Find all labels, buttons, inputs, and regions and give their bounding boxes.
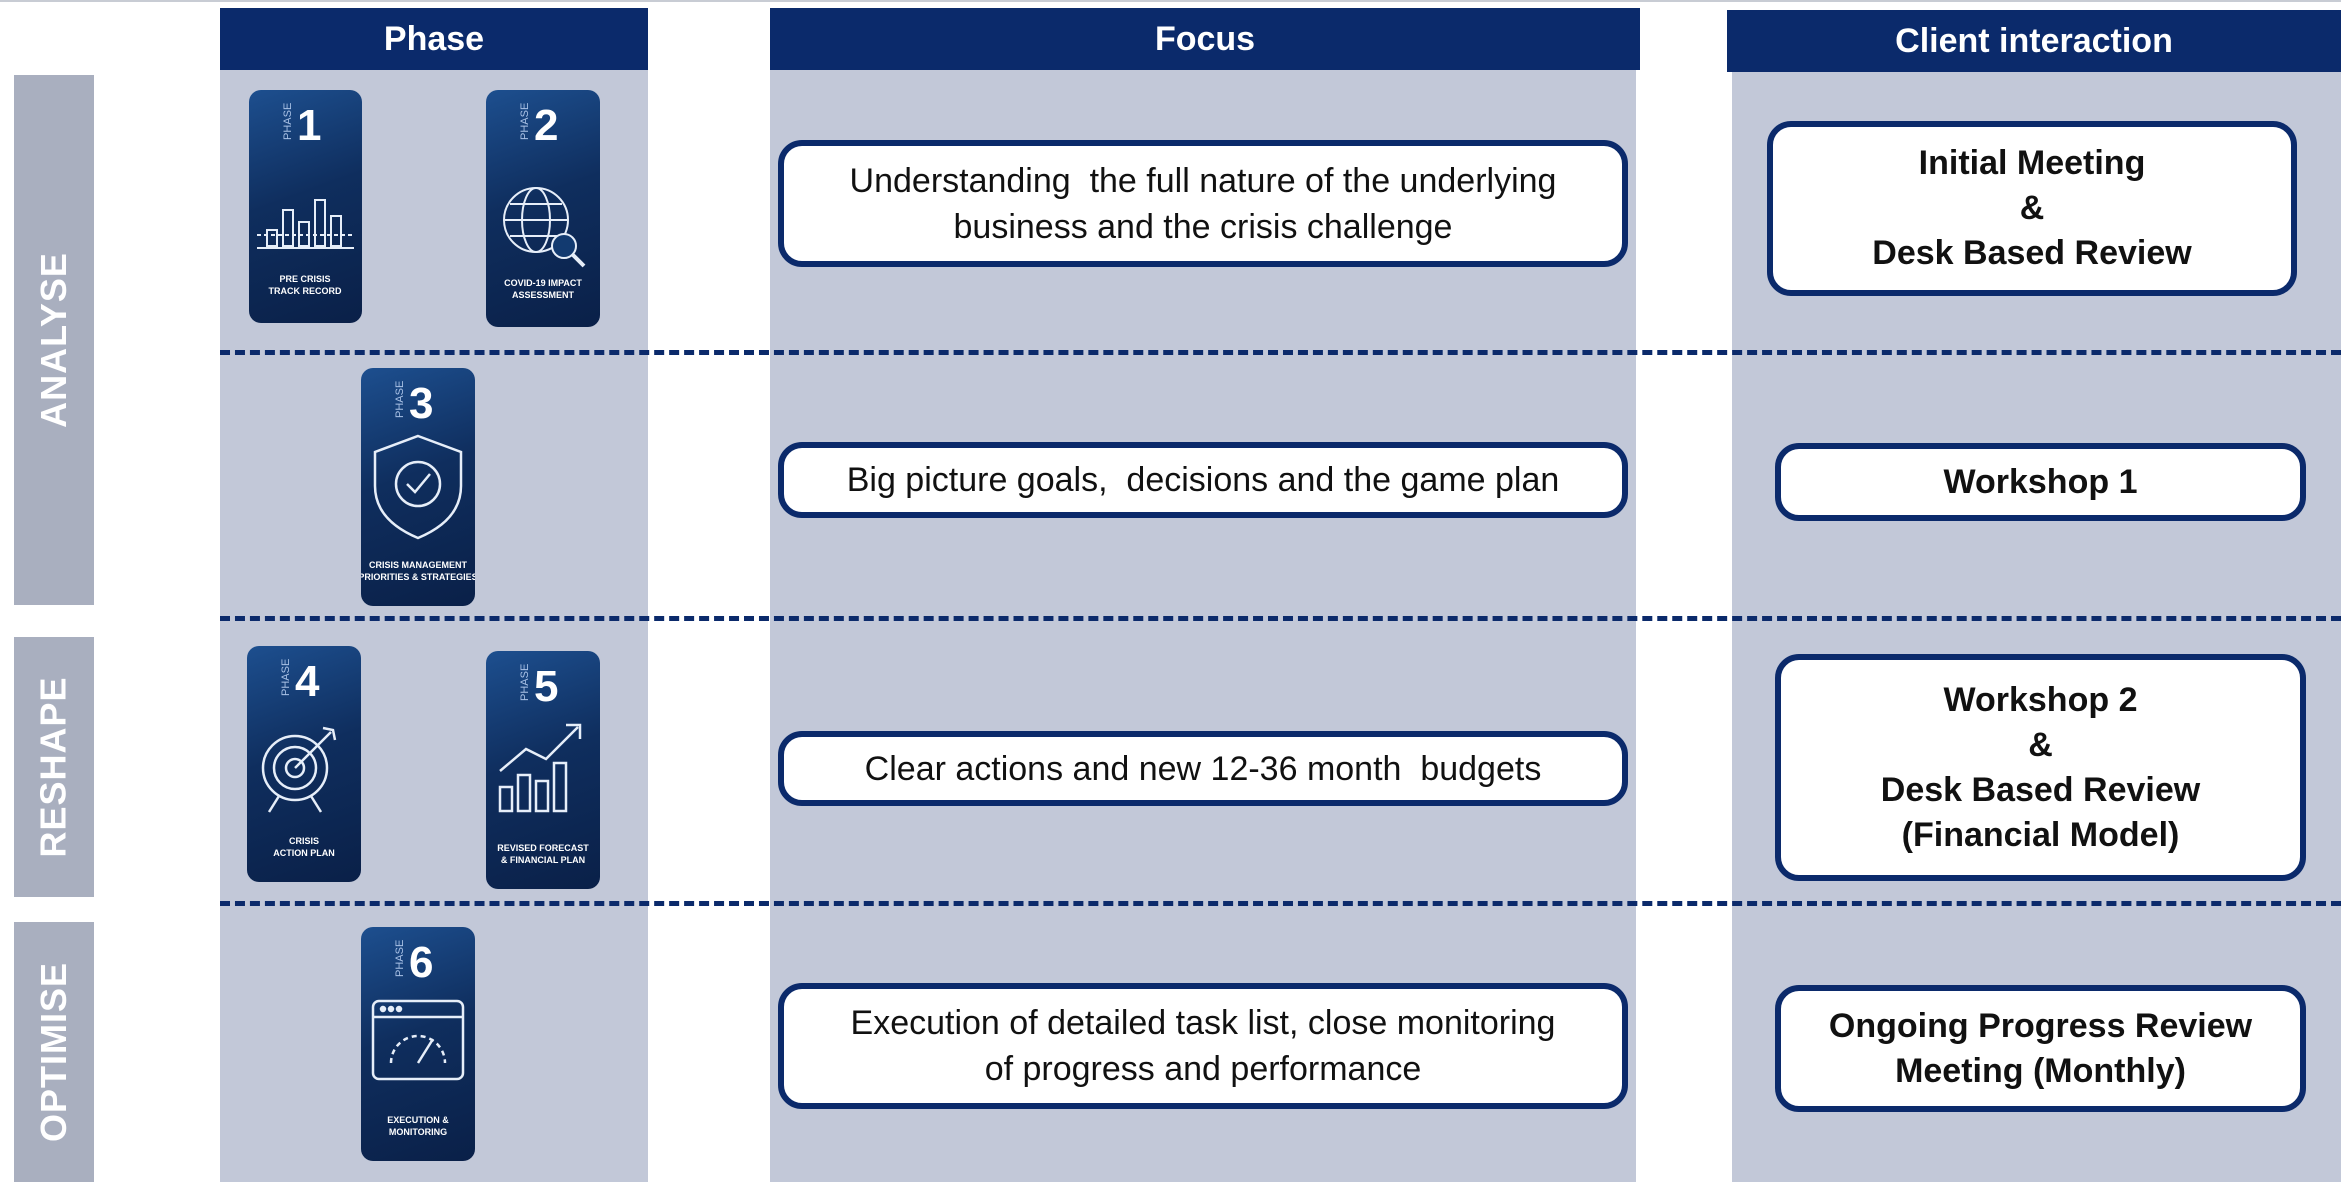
focus-text: Execution of detailed task list, close m… xyxy=(850,1004,1556,1042)
client-interaction-header: Client interaction xyxy=(1727,10,2341,72)
client-text: & xyxy=(2019,189,2045,227)
phase-word: PHASE xyxy=(282,103,294,140)
focus-box-analyse-2: Big picture goals, decisions and the gam… xyxy=(778,442,1628,518)
client-text: Meeting (Monthly) xyxy=(1895,1051,2186,1090)
phase-card-5: PHASE 5 REVISED FORECAST & FINANCIAL PLA… xyxy=(486,651,600,889)
card-caption: COVID-19 IMPACT xyxy=(504,278,582,288)
row-separator xyxy=(220,616,2341,621)
focus-text: Big picture goals, decisions and the gam… xyxy=(846,461,1560,499)
phase-number: 1 xyxy=(297,101,321,150)
row-separator xyxy=(220,901,2341,906)
client-text: Initial Meeting xyxy=(1918,144,2146,182)
client-text: Desk Based Review xyxy=(1872,234,2192,272)
stage-optimise-label: OPTIMISE xyxy=(33,961,74,1143)
phase-card-4: PHASE 4 CRISIS ACTION PLAN xyxy=(247,646,361,882)
phase-number: 3 xyxy=(409,379,433,428)
card-caption: REVISED FORECAST xyxy=(497,843,589,853)
card-caption: ACTION PLAN xyxy=(273,848,335,858)
card-caption: CRISIS xyxy=(289,836,319,846)
shield-check-icon xyxy=(373,434,463,540)
focus-text: Understanding the full nature of the und… xyxy=(849,161,1557,200)
focus-text: Clear actions and new 12-36 month budget… xyxy=(864,749,1542,788)
phase-number: 6 xyxy=(409,938,433,987)
phase-number: 5 xyxy=(534,662,558,711)
phase-header: Phase xyxy=(220,8,648,70)
focus-box-analyse-1: Understanding the full nature of the und… xyxy=(778,140,1628,267)
globe-search-icon xyxy=(503,187,586,268)
dashboard-gauge-icon xyxy=(371,999,465,1081)
focus-box-optimise: Execution of detailed task list, close m… xyxy=(778,983,1628,1109)
card-caption: CRISIS MANAGEMENT xyxy=(369,560,468,570)
client-box-workshop-2: Workshop 2 & Desk Based Review (Financia… xyxy=(1775,654,2306,881)
card-caption: PRE CRISIS xyxy=(279,274,330,284)
focus-text: of progress and performance xyxy=(984,1050,1422,1088)
client-text: Ongoing Progress Review xyxy=(1828,1006,2253,1045)
focus-box-reshape: Clear actions and new 12-36 month budget… xyxy=(778,731,1628,806)
bar-chart-icon xyxy=(257,199,354,249)
phase-number: 4 xyxy=(295,657,320,706)
phase-word: PHASE xyxy=(394,940,406,977)
client-text: Workshop 2 xyxy=(1943,680,2138,719)
card-caption: MONITORING xyxy=(389,1127,447,1137)
phase-number: 2 xyxy=(534,101,558,150)
client-text: (Financial Model) xyxy=(1901,815,2180,854)
phase-card-1: PHASE 1 PRE CRISIS TRACK RECORD xyxy=(249,90,362,323)
client-box-ongoing-review: Ongoing Progress Review Meeting (Monthly… xyxy=(1775,985,2306,1112)
phase-word: PHASE xyxy=(519,664,531,701)
phase-card-2: PHASE 2 COVID-19 IMPACT ASSESSMENT xyxy=(486,90,600,327)
phase-word: PHASE xyxy=(519,103,531,140)
client-text: Desk Based Review xyxy=(1880,770,2201,809)
stage-analyse-label: ANALYSE xyxy=(33,252,74,428)
target-arrow-icon xyxy=(261,726,337,813)
stage-analyse: ANALYSE xyxy=(14,75,94,605)
row-separator xyxy=(220,350,2341,355)
stage-reshape-label: RESHAPE xyxy=(33,676,75,858)
stage-optimise: OPTIMISE xyxy=(14,922,94,1182)
card-caption: EXECUTION & xyxy=(387,1115,449,1125)
client-text: Workshop 1 xyxy=(1943,462,2138,501)
top-rule xyxy=(0,0,2341,2)
phase-card-6: PHASE 6 EXECUTION & MONITORING xyxy=(361,927,475,1161)
focus-text: business and the crisis challenge xyxy=(953,207,1453,246)
client-text: & xyxy=(2028,725,2053,764)
phase-word: PHASE xyxy=(280,659,292,696)
card-caption: PRIORITIES & STRATEGIES xyxy=(361,572,475,582)
card-caption: TRACK RECORD xyxy=(269,286,342,296)
phase-word: PHASE xyxy=(394,381,406,418)
focus-header: Focus xyxy=(770,8,1640,70)
client-box-workshop-1: Workshop 1 xyxy=(1775,443,2306,521)
phase-card-3: PHASE 3 CRISIS MANAGEMENT PRIORITIES & S… xyxy=(361,368,475,606)
stage-reshape: RESHAPE xyxy=(14,637,94,897)
growth-chart-icon xyxy=(498,723,582,813)
client-box-initial-meeting: Initial Meeting & Desk Based Review xyxy=(1767,121,2297,296)
card-caption: & FINANCIAL PLAN xyxy=(501,855,585,865)
card-caption: ASSESSMENT xyxy=(512,290,575,300)
